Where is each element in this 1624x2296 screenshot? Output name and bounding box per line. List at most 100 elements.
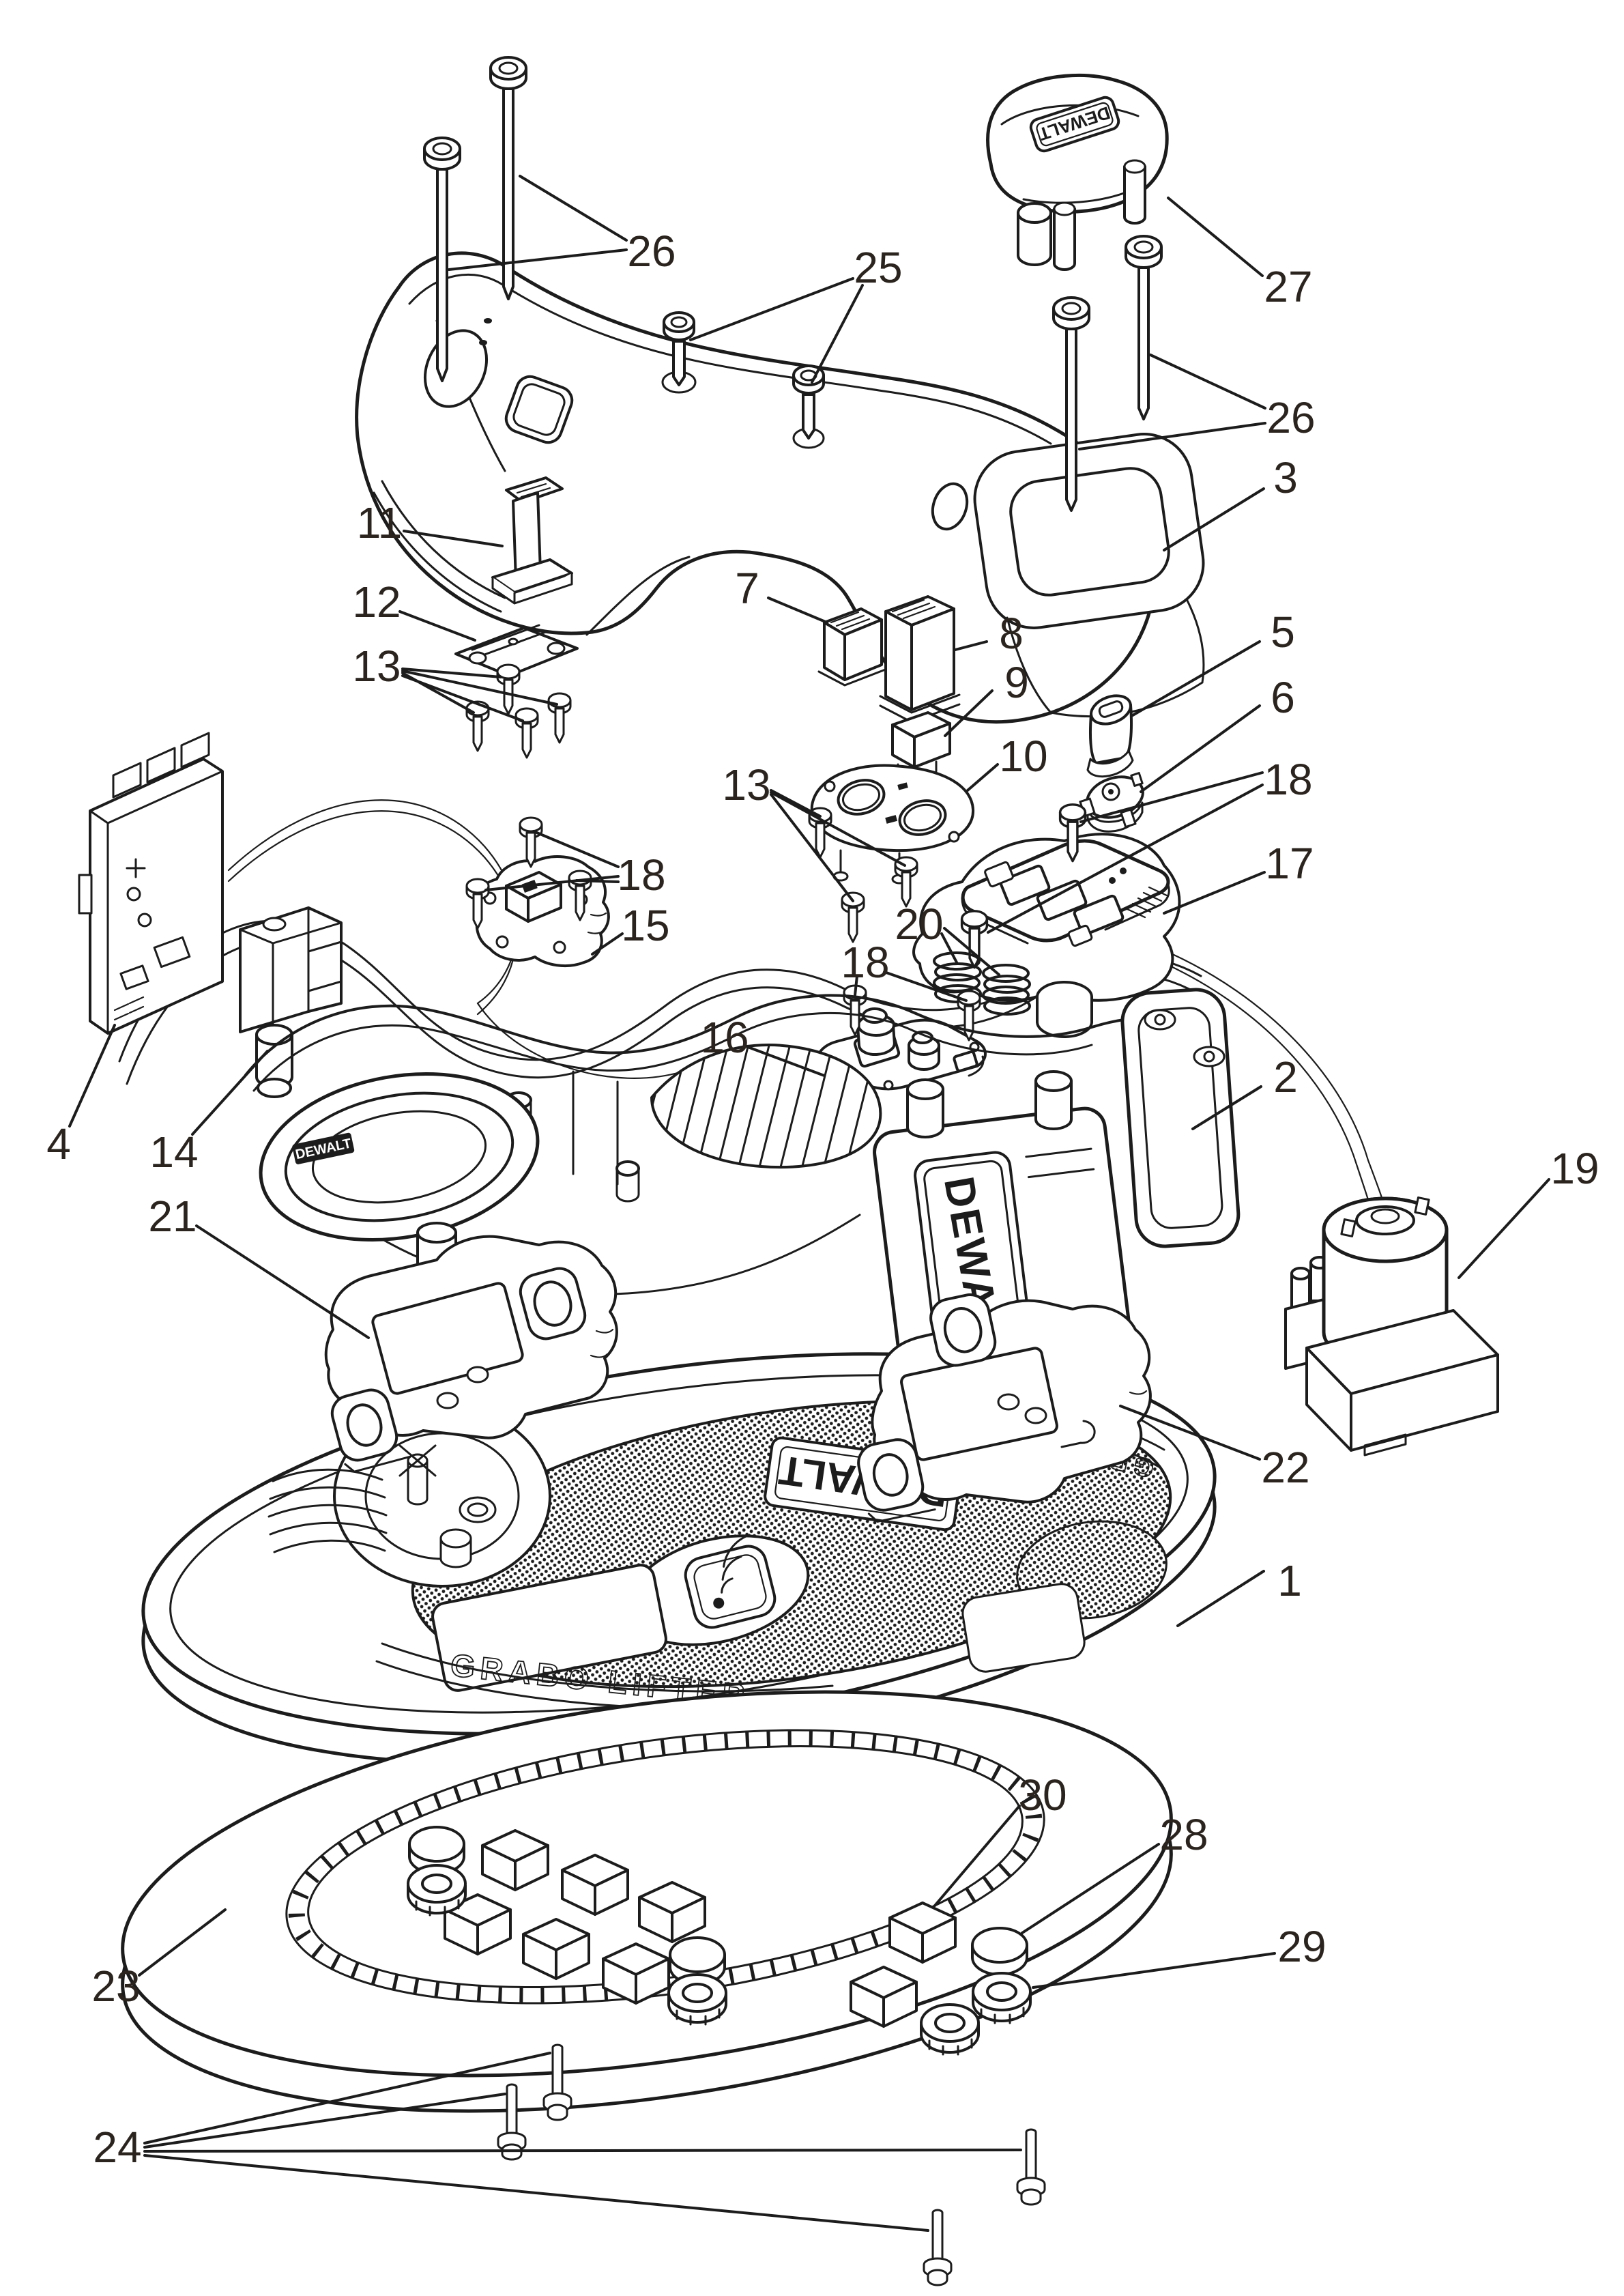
callout-17: 17 — [1265, 839, 1314, 888]
leader-line-18 — [883, 971, 968, 1002]
callout-20: 20 — [895, 900, 943, 949]
leader-line-26 — [519, 175, 628, 242]
leader-line-26 — [1149, 354, 1266, 410]
leader-line-24 — [143, 2149, 1022, 2153]
leader-line-13 — [770, 789, 822, 818]
leader-line-11 — [403, 530, 504, 547]
leader-line-13 — [401, 668, 502, 678]
callout-19: 19 — [1550, 1144, 1599, 1193]
leader-line-20 — [943, 927, 1000, 976]
leader-line-29 — [1032, 1952, 1276, 1989]
callout-24: 24 — [93, 2123, 141, 2172]
callout-30: 30 — [1018, 1770, 1067, 1820]
callout-8: 8 — [999, 609, 1024, 658]
leader-line-24 — [143, 2093, 506, 2149]
leader-line-13 — [770, 793, 854, 902]
callout-16: 16 — [700, 1013, 749, 1062]
leader-line-6 — [1140, 704, 1261, 793]
leader-line-18 — [854, 975, 858, 996]
leader-line-30 — [933, 1805, 1021, 1907]
callout-1: 1 — [1277, 1556, 1302, 1605]
part-7-button — [817, 607, 888, 687]
leader-line-19 — [1458, 1178, 1550, 1279]
leader-line-13 — [401, 670, 558, 706]
callout-3: 3 — [1273, 453, 1298, 502]
part-6-grommet — [1079, 772, 1144, 833]
leader-line-13 — [770, 791, 906, 867]
leader-line-24 — [143, 2154, 929, 2232]
leader-line-3 — [1163, 487, 1265, 551]
callout-9: 9 — [1004, 658, 1029, 707]
callout-15: 15 — [621, 901, 669, 950]
part-26-screws-left — [423, 56, 527, 382]
callout-18: 18 — [841, 938, 889, 987]
leader-line-4 — [68, 1024, 116, 1128]
part-3-top-housing — [355, 251, 1205, 724]
leader-line-14 — [191, 1050, 269, 1136]
leader-line-17 — [1163, 871, 1266, 915]
leader-line-7 — [767, 597, 828, 624]
callout-2: 2 — [1273, 1052, 1298, 1102]
leader-line-25 — [689, 277, 854, 341]
callout-6: 6 — [1271, 673, 1295, 722]
part-21-bracket — [324, 1235, 618, 1473]
callout-12: 12 — [352, 577, 401, 627]
part-5-plug — [1086, 694, 1134, 778]
part-27-cap: DEWALT — [986, 73, 1169, 271]
part-22-bracket — [857, 1293, 1152, 1523]
leader-line-26 — [1078, 422, 1266, 450]
callout-14: 14 — [149, 1128, 198, 1177]
leader-line-21 — [195, 1224, 370, 1339]
leader-line-18 — [484, 875, 620, 891]
leader-line-22 — [1119, 1405, 1261, 1461]
part-19-pump — [1284, 1196, 1499, 1456]
part-25-screws — [663, 311, 825, 440]
part-4-pcb — [78, 732, 224, 1035]
leader-line-1 — [1176, 1570, 1265, 1627]
leader-line-9 — [944, 689, 994, 737]
callout-5: 5 — [1271, 607, 1295, 657]
callout-26: 26 — [1266, 393, 1315, 442]
leader-line-23 — [138, 1908, 227, 1977]
callout-13: 13 — [352, 642, 401, 691]
part-14-solenoid — [239, 906, 343, 1098]
callout-25: 25 — [854, 243, 902, 292]
part-11-plunger — [491, 476, 573, 605]
callout-28: 28 — [1159, 1810, 1208, 1859]
leader-line-26 — [448, 248, 628, 271]
callout-22: 22 — [1261, 1443, 1309, 1492]
part-9-switch-block — [891, 711, 951, 775]
leader-line-15 — [591, 932, 624, 956]
callout-29: 29 — [1277, 1922, 1326, 1971]
leader-line-27 — [1167, 197, 1264, 277]
leader-line-5 — [1131, 640, 1261, 717]
callout-7: 7 — [735, 564, 759, 613]
leader-line-25 — [811, 284, 864, 384]
part-8-button — [879, 595, 961, 723]
baseplate-boss — [398, 1444, 497, 1568]
wireless-icon — [684, 1534, 777, 1629]
part-12-plate — [454, 624, 579, 677]
leader-line-18 — [987, 784, 1264, 934]
callout-13: 13 — [722, 760, 770, 809]
part-10-gasket-plate — [810, 764, 975, 885]
leader-line-28 — [1021, 1843, 1160, 1934]
callout-10: 10 — [999, 732, 1047, 781]
leader-line-18 — [575, 879, 620, 883]
leader-line-18 — [532, 830, 620, 868]
callout-18: 18 — [1264, 755, 1312, 804]
callout-27: 27 — [1264, 262, 1312, 311]
leader-line-20 — [940, 932, 958, 964]
callout-23: 23 — [91, 1962, 140, 2011]
leader-line-10 — [966, 763, 999, 792]
leader-line-16 — [746, 1046, 826, 1077]
leader-line-12 — [398, 610, 476, 642]
leader-line-13 — [401, 674, 524, 722]
leader-line-2 — [1191, 1085, 1262, 1130]
callout-26: 26 — [627, 227, 676, 276]
callout-11: 11 — [357, 498, 402, 547]
leader-line-18 — [1079, 771, 1264, 823]
